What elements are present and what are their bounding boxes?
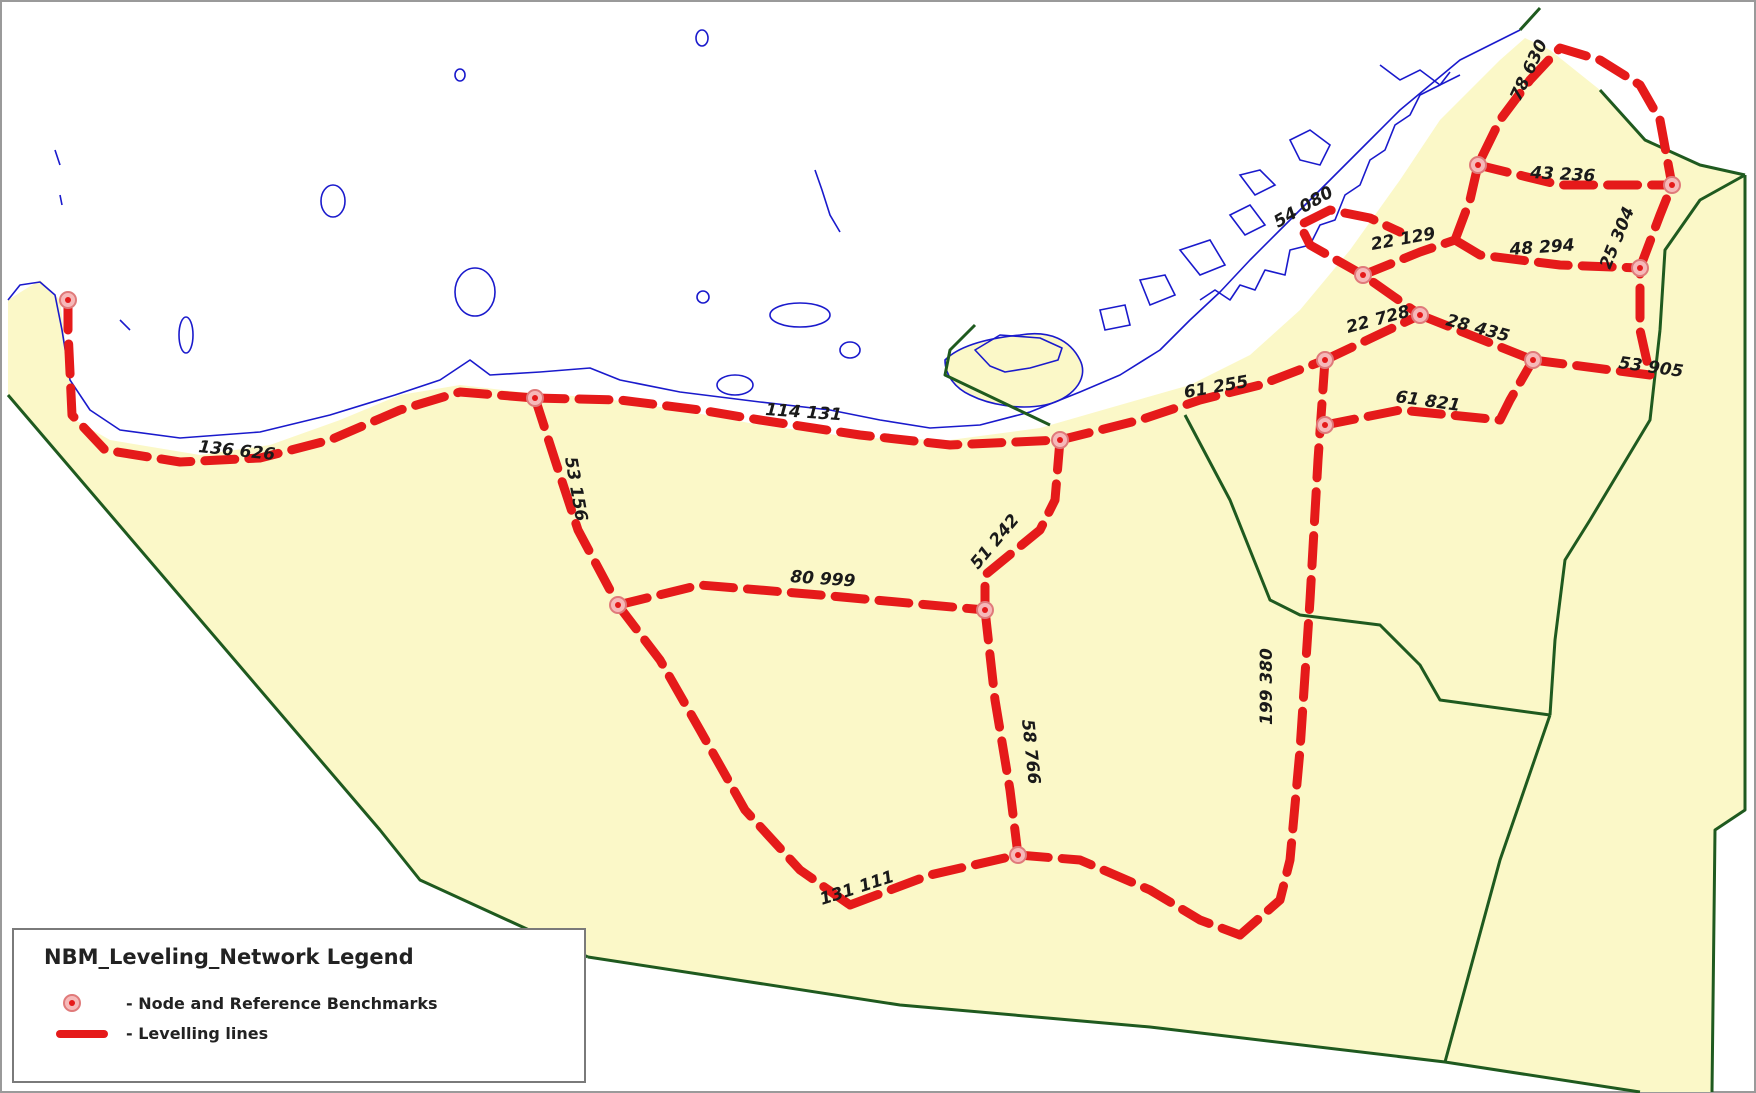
inner-boundary-3 bbox=[1443, 714, 1552, 1063]
levelling-line-48294[interactable] bbox=[1450, 235, 1645, 273]
levelling-line-53156[interactable] bbox=[530, 393, 623, 610]
benchmark-node-icon[interactable] bbox=[1631, 259, 1649, 277]
benchmark-node-icon[interactable] bbox=[526, 389, 544, 407]
levelling-line-53905[interactable] bbox=[1528, 263, 1655, 380]
western-boundary bbox=[6, 394, 589, 959]
benchmark-node-icon[interactable] bbox=[1051, 431, 1069, 449]
levelling-line-22129[interactable] bbox=[1358, 235, 1460, 280]
island-3 bbox=[695, 29, 709, 47]
island-1 bbox=[320, 184, 346, 218]
island-4 bbox=[454, 68, 466, 82]
levelling-line-43236[interactable] bbox=[1473, 160, 1677, 190]
benchmark-node-icon[interactable] bbox=[59, 291, 77, 309]
coastline bbox=[7, 29, 1521, 439]
inner-boundary-2 bbox=[1548, 329, 1662, 716]
benchmark-node-icon[interactable] bbox=[1316, 416, 1334, 434]
map-legend: NBM_Leveling_Network Legend - Node and R… bbox=[12, 928, 586, 1083]
benchmark-node-icon[interactable] bbox=[1354, 266, 1372, 284]
levelling-line-199380[interactable] bbox=[1235, 355, 1330, 940]
mainland bbox=[8, 38, 1745, 1092]
island-7 bbox=[769, 302, 831, 328]
southern-boundary bbox=[587, 955, 1641, 1093]
island-11 bbox=[54, 149, 131, 331]
island-6 bbox=[696, 290, 710, 304]
levelling-line-51242[interactable] bbox=[980, 435, 1065, 615]
benchmark-node-icon[interactable] bbox=[1524, 351, 1542, 369]
island-9 bbox=[716, 374, 754, 396]
legend-title: NBM_Leveling_Network Legend bbox=[44, 945, 414, 969]
levelling-line-131111[interactable] bbox=[845, 850, 1245, 940]
benchmark-nodes bbox=[59, 156, 1681, 864]
legend-row-node: - Node and Reference Benchmarks bbox=[44, 990, 438, 1016]
levelling-line-25304[interactable] bbox=[1635, 180, 1677, 273]
east-coast-boundary bbox=[1710, 175, 1747, 1093]
levelling-line-131111-west[interactable] bbox=[613, 600, 855, 910]
label-80999: 80 999 bbox=[790, 567, 856, 592]
peninsula-neck-boundary bbox=[943, 323, 1051, 427]
benchmark-node-icon[interactable] bbox=[1009, 846, 1027, 864]
benchmark-node-icon[interactable] bbox=[1469, 156, 1487, 174]
legend-line-label: - Levelling lines bbox=[126, 1023, 269, 1043]
north-east-boundary bbox=[1658, 173, 1746, 331]
peninsula-coast bbox=[974, 334, 1063, 373]
eastern-boundary bbox=[1518, 6, 1746, 177]
label-43236: 43 236 bbox=[1529, 163, 1596, 186]
levelling-line-58766[interactable] bbox=[980, 605, 1023, 860]
inner-boundary-1 bbox=[1183, 414, 1551, 717]
benchmark-node-icon[interactable] bbox=[976, 601, 994, 619]
label-199380: 199 380 bbox=[1257, 648, 1277, 725]
legend-row-line: - Levelling lines bbox=[44, 1020, 268, 1046]
benchmark-node-icon[interactable] bbox=[1663, 176, 1681, 194]
levelling-line-28435[interactable] bbox=[1415, 310, 1538, 365]
label-48294: 48 294 bbox=[1508, 235, 1575, 260]
island-2 bbox=[454, 267, 496, 317]
island-5 bbox=[178, 316, 194, 354]
levelling-line-136626[interactable] bbox=[63, 295, 540, 467]
benchmark-node-icon[interactable] bbox=[1316, 351, 1334, 369]
levelling-line-61821[interactable] bbox=[1320, 355, 1538, 430]
benchmark-node-icon[interactable] bbox=[609, 596, 627, 614]
island-10 bbox=[814, 169, 841, 233]
levelling-line-61255[interactable] bbox=[1055, 355, 1330, 445]
levelling-line-80999[interactable] bbox=[613, 580, 990, 615]
benchmark-node-icon[interactable] bbox=[1411, 306, 1429, 324]
benchmark-node-icon bbox=[44, 990, 94, 1016]
levelling-line-78630[interactable] bbox=[1450, 43, 1677, 245]
coastal-islands bbox=[1099, 129, 1332, 331]
levelling-line-icon bbox=[44, 1020, 108, 1046]
levelling-line-114131[interactable] bbox=[530, 393, 1065, 450]
coastline-inlets bbox=[1199, 71, 1451, 301]
legend-node-label: - Node and Reference Benchmarks bbox=[126, 993, 438, 1013]
island-8 bbox=[839, 341, 861, 359]
levelling-line-54080[interactable] bbox=[1295, 205, 1405, 280]
north-islands bbox=[1379, 64, 1461, 86]
